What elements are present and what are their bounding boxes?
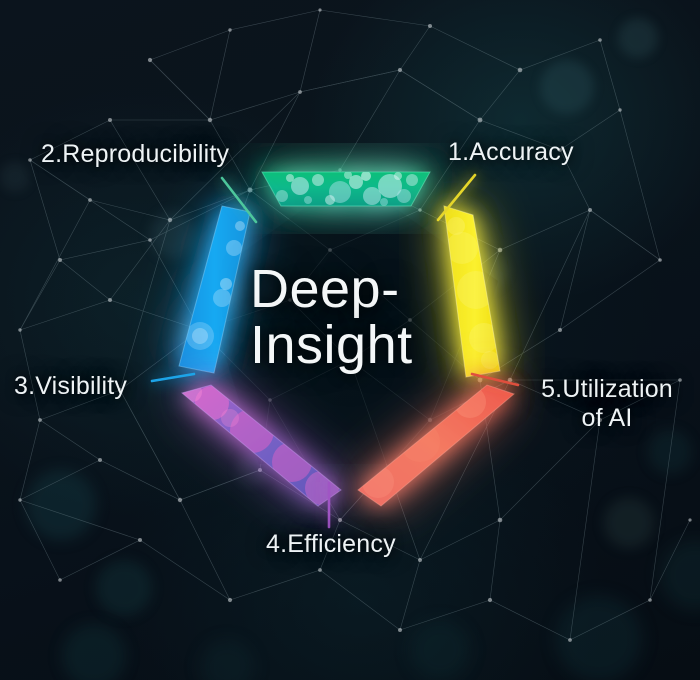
- label-reproducibility[interactable]: 2.Reproducibility: [41, 140, 230, 168]
- segment-visibility[interactable]: [178, 205, 251, 374]
- leader-line-utilization: [470, 372, 520, 387]
- leader-line-accuracy: [436, 173, 477, 222]
- pentagon-interior-shade: [202, 176, 498, 464]
- leader-line-visibility: [150, 372, 196, 383]
- segment-reproducibility[interactable]: [261, 171, 431, 207]
- label-efficiency[interactable]: 4.Efficiency: [266, 530, 396, 558]
- label-visibility[interactable]: 3.Visibility: [14, 372, 128, 400]
- leader-line-reproducibility: [220, 176, 258, 224]
- label-accuracy[interactable]: 1.Accuracy: [448, 138, 574, 166]
- label-utilization-of-ai[interactable]: 5.Utilization of AI: [541, 375, 673, 432]
- segment-accuracy[interactable]: [443, 205, 501, 378]
